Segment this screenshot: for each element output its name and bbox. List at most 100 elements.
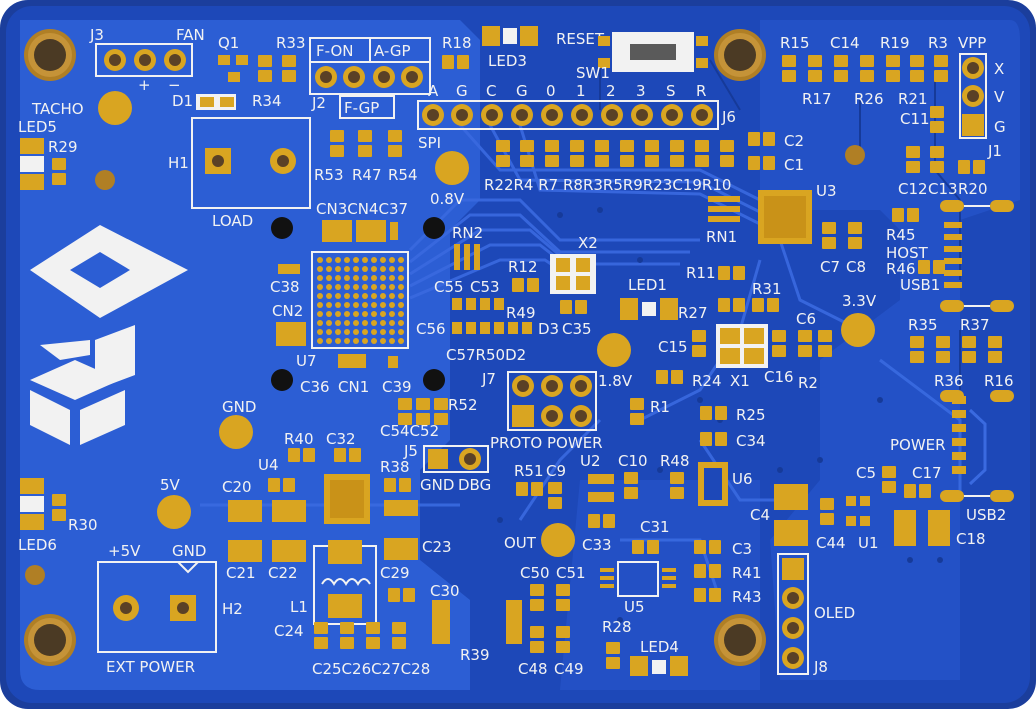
j2-pin1[interactable] xyxy=(315,66,337,88)
usb2-connector[interactable] xyxy=(940,390,1014,502)
j2-pin4[interactable] xyxy=(401,66,423,88)
gnd-testpoint[interactable] xyxy=(219,415,253,449)
bga-ball xyxy=(353,320,359,326)
oled-label: OLED xyxy=(814,604,855,622)
vpp-pin-v[interactable] xyxy=(962,85,984,107)
r29-label: R29 xyxy=(48,138,78,156)
j7-pin[interactable] xyxy=(541,375,563,397)
j7-pin[interactable] xyxy=(570,375,592,397)
bga-ball xyxy=(335,311,341,317)
r52-label: R52 xyxy=(448,396,478,414)
r54-label: R54 xyxy=(388,166,418,184)
bga-ball xyxy=(371,284,377,290)
bga-ball xyxy=(362,275,368,281)
bga-ball xyxy=(344,266,350,272)
bga-ball xyxy=(335,293,341,299)
bga-ball xyxy=(353,293,359,299)
x1-label: X1 xyxy=(730,372,750,390)
c5-label: C5 xyxy=(856,464,876,482)
j3-pin2[interactable] xyxy=(134,49,156,71)
j6-pin[interactable] xyxy=(631,104,653,126)
bga-ball xyxy=(398,293,404,299)
j3-label: J3 xyxy=(89,26,104,44)
plus-label: + xyxy=(138,76,151,94)
j6-pin[interactable] xyxy=(661,104,683,126)
j8-pin[interactable] xyxy=(782,587,804,609)
vpp-pin-x[interactable] xyxy=(962,57,984,79)
j7-pin[interactable] xyxy=(512,375,534,397)
svg-text:A: A xyxy=(428,82,439,100)
bga-ball xyxy=(380,293,386,299)
j8-pin[interactable] xyxy=(782,617,804,639)
c22-label: C22 xyxy=(268,564,298,582)
vpp-pin-g[interactable] xyxy=(962,114,984,136)
j8-pin[interactable] xyxy=(782,647,804,669)
v18-label: 1.8V xyxy=(598,372,633,390)
r17-label: R17 xyxy=(802,90,832,108)
j2-pin3[interactable] xyxy=(373,66,395,88)
r20-label: R20 xyxy=(958,180,988,198)
v18-testpoint[interactable] xyxy=(597,333,631,367)
r41-label: R41 xyxy=(732,564,762,582)
j3-pin1[interactable] xyxy=(104,49,126,71)
v33-testpoint[interactable] xyxy=(841,313,875,347)
j2-pin2[interactable] xyxy=(343,66,365,88)
j5-pin1[interactable] xyxy=(428,449,448,469)
r30-label: R30 xyxy=(68,516,98,534)
bga-ball xyxy=(371,320,377,326)
fan-label: FAN xyxy=(176,26,205,44)
j6-pin[interactable] xyxy=(422,104,444,126)
r36-label: R36 xyxy=(934,372,964,390)
svg-text:S: S xyxy=(666,82,676,100)
j8-pin[interactable] xyxy=(782,558,804,580)
v08-testpoint[interactable] xyxy=(435,151,469,185)
bga-ball xyxy=(344,257,350,263)
j7-pin[interactable] xyxy=(512,405,534,427)
v5-testpoint[interactable] xyxy=(157,495,191,529)
bga-ball xyxy=(353,275,359,281)
j7-pin[interactable] xyxy=(541,405,563,427)
j6-pin[interactable] xyxy=(571,104,593,126)
bga-ball xyxy=(362,293,368,299)
j6-pin[interactable] xyxy=(511,104,533,126)
r18-label: R18 xyxy=(442,34,472,52)
bga-ball xyxy=(398,266,404,272)
cn2-footprint xyxy=(276,322,306,346)
load-label: LOAD xyxy=(212,212,253,230)
j6-label: J6 xyxy=(721,108,736,126)
sw1-label: SW1 xyxy=(576,64,610,82)
cn2-label: CN2 xyxy=(272,302,303,320)
bga-ball xyxy=(398,302,404,308)
c20-label: C20 xyxy=(222,478,252,496)
bga-ball xyxy=(380,302,386,308)
j6-pin[interactable] xyxy=(541,104,563,126)
u6-label: U6 xyxy=(732,470,753,488)
u7-label: U7 xyxy=(296,352,317,370)
j5-pin2[interactable] xyxy=(459,448,481,470)
r43-label: R43 xyxy=(732,588,762,606)
u6-chip xyxy=(698,462,728,506)
bga-ball xyxy=(326,329,332,335)
r2-label: R2 xyxy=(798,374,818,392)
j3-pin3[interactable] xyxy=(164,49,186,71)
out-testpoint[interactable] xyxy=(541,523,575,557)
j6-pin[interactable] xyxy=(451,104,473,126)
bga-ball xyxy=(371,293,377,299)
usb1-label: USB1 xyxy=(900,276,940,294)
c18-label: C18 xyxy=(956,530,986,548)
j6-pin[interactable] xyxy=(691,104,713,126)
tacho-testpoint[interactable] xyxy=(98,91,132,125)
vpp-header xyxy=(959,53,987,139)
usb1-connector[interactable] xyxy=(940,200,1014,312)
j7-pin[interactable] xyxy=(570,405,592,427)
c13-label: C13 xyxy=(928,180,958,198)
j6-pin[interactable] xyxy=(481,104,503,126)
out-label: OUT xyxy=(504,534,537,552)
c35-label: C35 xyxy=(562,320,592,338)
mounting-hole-bl xyxy=(24,614,76,666)
r35-label: R35 xyxy=(908,316,938,334)
svg-text:R: R xyxy=(696,82,706,100)
j6-pin[interactable] xyxy=(601,104,623,126)
u2-footprint xyxy=(588,474,614,502)
